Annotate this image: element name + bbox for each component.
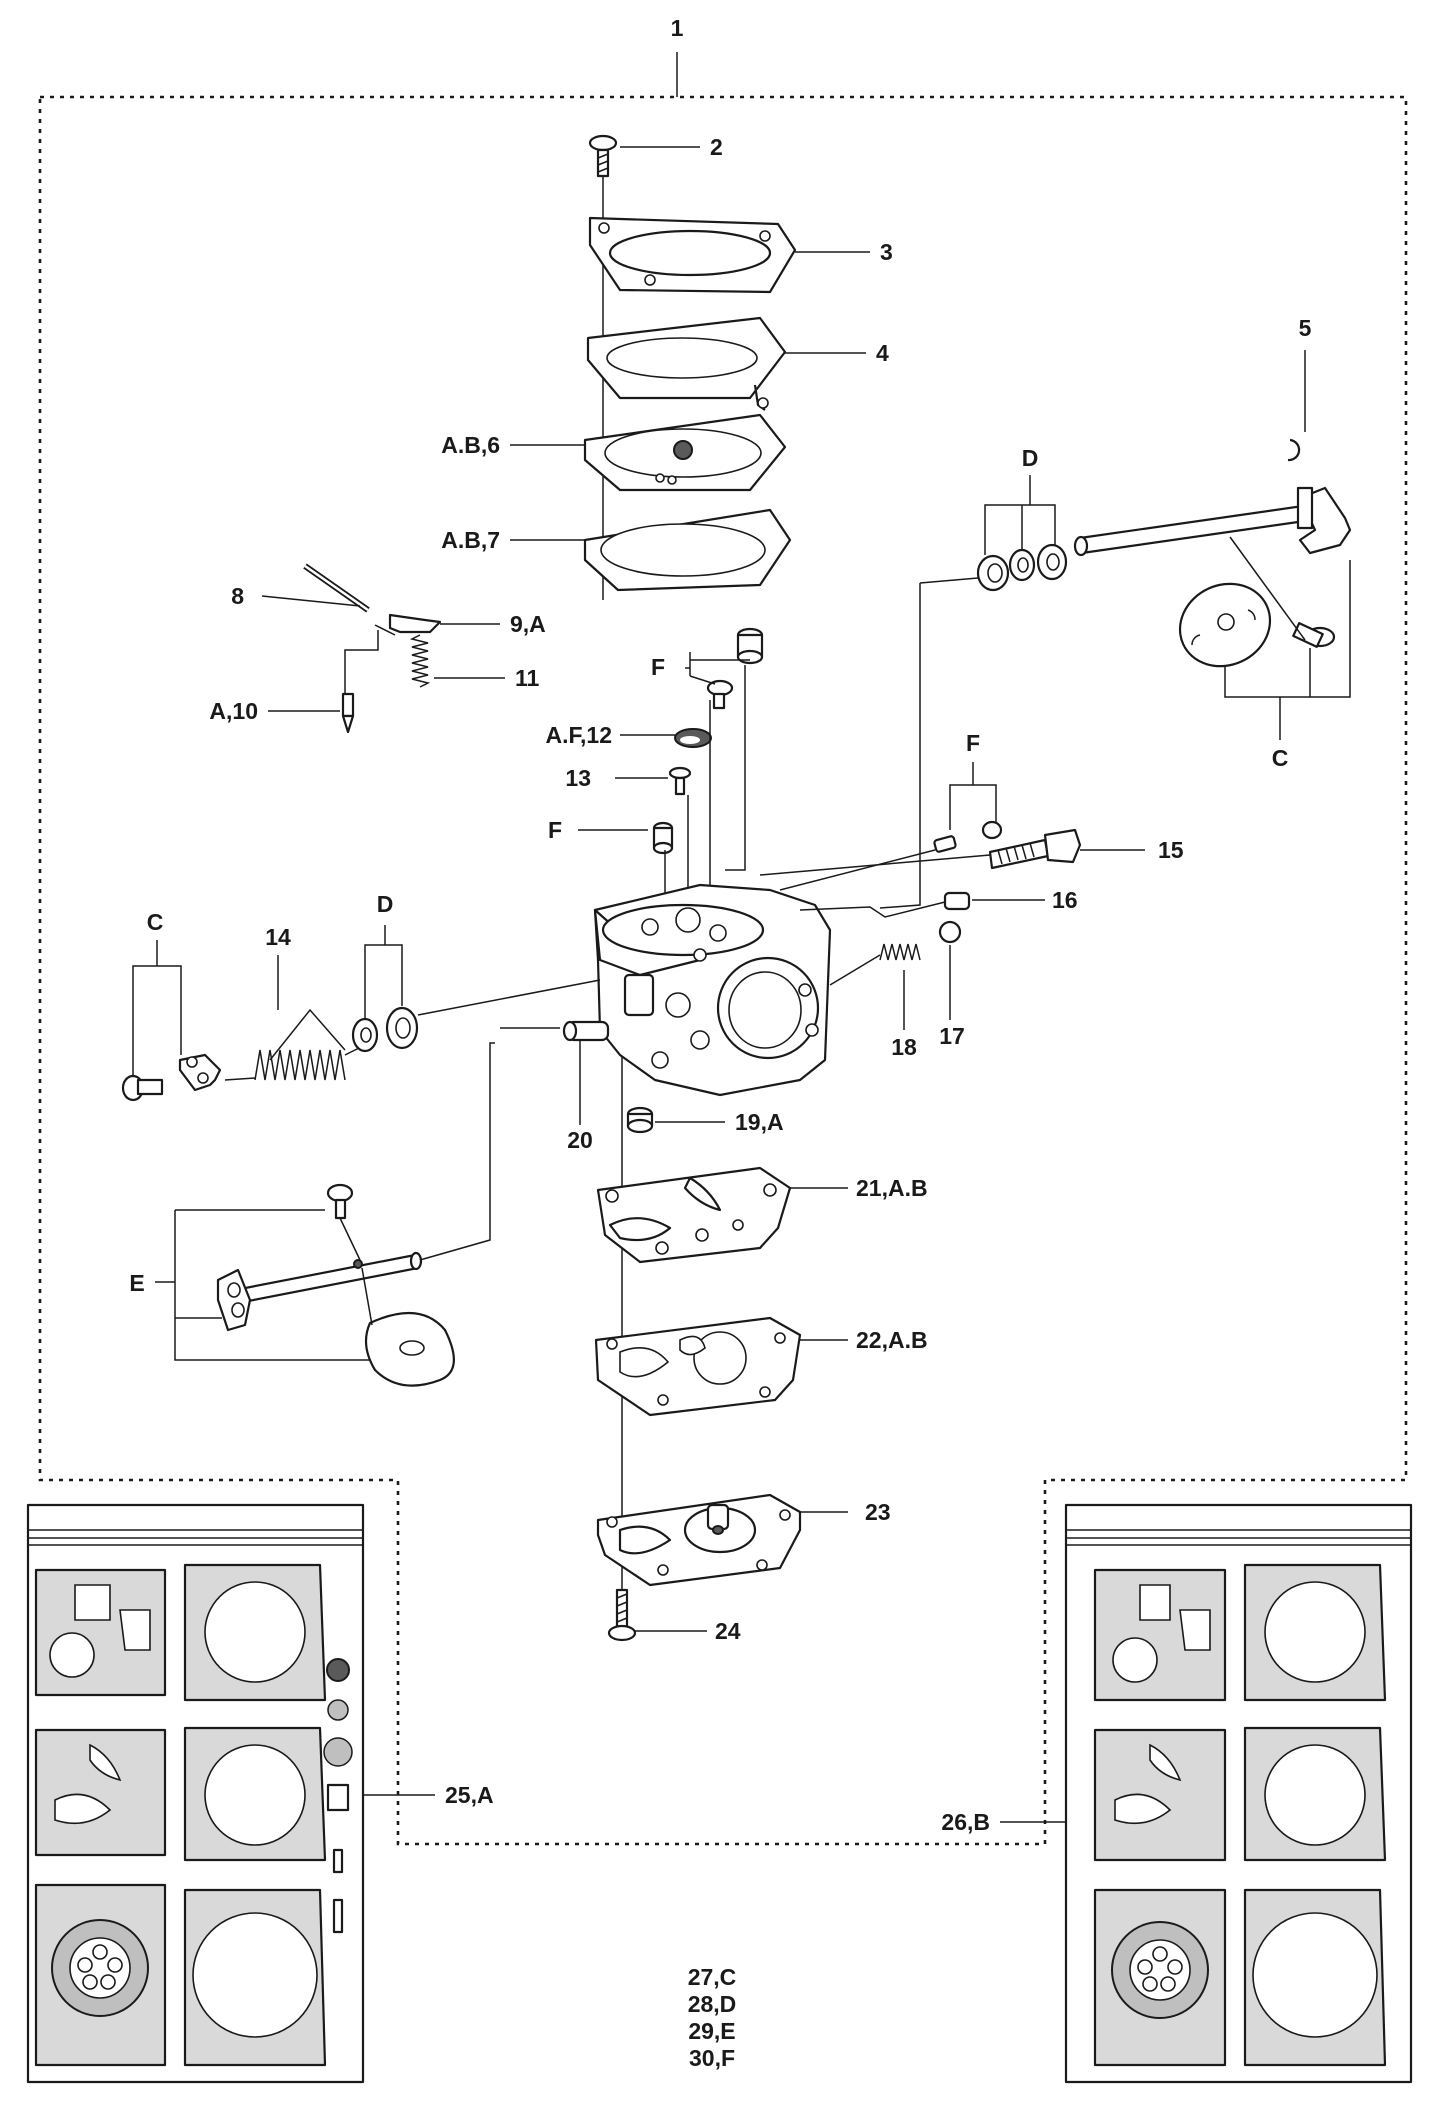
callout-23: 23: [865, 1499, 891, 1525]
callout-assembly: 1: [671, 15, 684, 41]
cover-3: [588, 216, 797, 294]
callout-2: 2: [710, 134, 723, 160]
legend-line-4: 30,F: [689, 2045, 735, 2071]
callout-13: 13: [565, 765, 591, 791]
choke-valve-e: [364, 1311, 455, 1387]
throttle-valve-right: [1178, 582, 1272, 668]
callout-16: 16: [1052, 887, 1078, 913]
callout-f-top: F: [651, 654, 665, 680]
callout-3: 3: [880, 239, 893, 265]
lever-9: [374, 613, 442, 636]
callout-4: 4: [876, 340, 889, 366]
screw-24: [607, 1588, 637, 1642]
screw-c-right: [1292, 622, 1336, 648]
choke-shaft-e: [216, 1251, 423, 1332]
callout-d-left: D: [377, 891, 394, 917]
carburetor-body: [593, 883, 832, 1097]
spring-11: [409, 634, 431, 688]
screw-c-left: [121, 1074, 164, 1102]
callout-19: 19,A: [735, 1109, 784, 1135]
callout-24: 24: [715, 1618, 741, 1644]
plug-19: [626, 1106, 654, 1134]
callout-21: 21,A.B: [856, 1175, 928, 1201]
lever-c-left: [178, 1053, 222, 1092]
callout-26: 26,B: [941, 1809, 990, 1835]
callout-12: A.F,12: [546, 722, 612, 748]
legend-line-1: 27,C: [688, 1964, 737, 1990]
clip-5: [1287, 438, 1301, 462]
washers-d-left: [351, 1006, 419, 1053]
callout-d-right: D: [1022, 445, 1039, 471]
callout-5: 5: [1299, 315, 1312, 341]
plug-16: [943, 891, 971, 911]
callout-c-left: C: [147, 909, 164, 935]
assembly-boundary: [38, 95, 1408, 1846]
screw-e: [326, 1183, 354, 1220]
kit-bag-left: [26, 1503, 365, 2084]
callout-10: A,10: [209, 698, 258, 724]
spring-18: [879, 943, 921, 961]
callout-f-right: F: [966, 730, 980, 756]
spring-14: [254, 1008, 366, 1081]
plugs-f-right: [933, 820, 1003, 853]
callout-20: 20: [567, 1127, 593, 1153]
gasket-22: [594, 1316, 802, 1417]
washers-d-right: [976, 543, 1068, 592]
callout-e: E: [129, 1270, 144, 1296]
callout-14: 14: [265, 924, 291, 950]
legend-line-2: 28,D: [688, 1991, 737, 2017]
adjuster-screw-15: [988, 828, 1082, 870]
screw-13: [668, 766, 692, 796]
ball-17: [938, 920, 962, 944]
diaphragm-21: [596, 1166, 792, 1264]
callout-c-right: C: [1272, 745, 1289, 771]
callout-8: 8: [231, 583, 244, 609]
screw-2: [588, 134, 618, 178]
callout-18: 18: [891, 1034, 917, 1060]
callout-15: 15: [1158, 837, 1184, 863]
gasket-4: [586, 316, 787, 411]
kit-bag-right: [1064, 1503, 1413, 2084]
cover-23: [596, 1493, 802, 1587]
callout-17: 17: [939, 1023, 965, 1049]
screw-f-small: [706, 679, 734, 710]
callout-7: A.B,7: [441, 527, 500, 553]
callout-22: 22,A.B: [856, 1327, 928, 1353]
callout-6: A.B,6: [441, 432, 500, 458]
diaphragm-6: [583, 413, 787, 492]
callout-f-mid: F: [548, 817, 562, 843]
throttle-shaft: [1073, 486, 1352, 557]
pin-8: [303, 563, 370, 613]
fitting-20: [562, 1020, 610, 1042]
plug-f-mid: [652, 821, 674, 855]
screen-12: [674, 728, 712, 748]
legend-line-3: 29,E: [688, 2018, 735, 2044]
callout-9: 9,A: [510, 611, 546, 637]
callout-25: 25,A: [445, 1782, 494, 1808]
plug-f-top: [736, 627, 764, 665]
callout-11: 11: [515, 665, 540, 691]
needle-10: [341, 692, 355, 734]
gasket-7: [583, 508, 792, 592]
